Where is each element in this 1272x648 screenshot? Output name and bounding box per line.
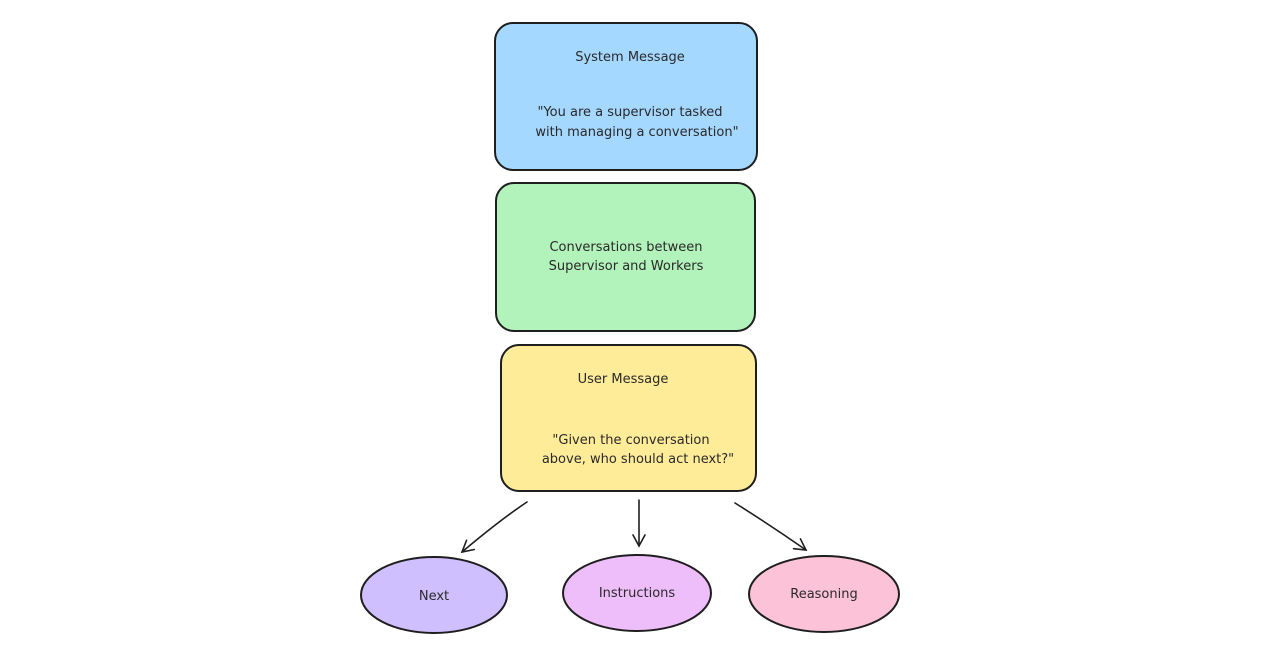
conversations-body-line-1: Conversations between (549, 240, 702, 255)
next-shape (360, 556, 508, 634)
system-message-body-line-1: "You are a supervisor tasked (537, 105, 722, 120)
user-message-shape (500, 344, 757, 492)
system-message-box[interactable]: System Message "You are a supervisor tas… (494, 22, 758, 171)
system-message-title: System Message (575, 50, 685, 65)
output-reasoning[interactable]: Reasoning (748, 555, 900, 633)
instructions-shape (562, 554, 712, 632)
reasoning-shape (748, 555, 900, 633)
conversations-body-line-2: Supervisor and Workers (549, 259, 704, 274)
user-message-box[interactable]: User Message "Given the conversation abo… (500, 344, 757, 492)
output-instructions[interactable]: Instructions (562, 554, 712, 632)
conversations-box[interactable]: Conversations between Supervisor and Wor… (495, 182, 756, 332)
system-message-body-line-2: with managing a conversation" (535, 125, 738, 140)
arrow-to-next (460, 501, 528, 554)
reasoning-label: Reasoning (790, 587, 857, 602)
user-message-title: User Message (578, 372, 669, 387)
arrow-to-reasoning (734, 502, 808, 551)
output-next[interactable]: Next (360, 556, 508, 634)
conversations-shape (495, 182, 756, 332)
system-message-shape (494, 22, 758, 171)
next-label: Next (419, 589, 449, 604)
instructions-label: Instructions (599, 586, 676, 601)
user-message-body-line-2: above, who should act next?" (542, 452, 734, 467)
user-message-body-line-1: "Given the conversation (552, 433, 709, 448)
